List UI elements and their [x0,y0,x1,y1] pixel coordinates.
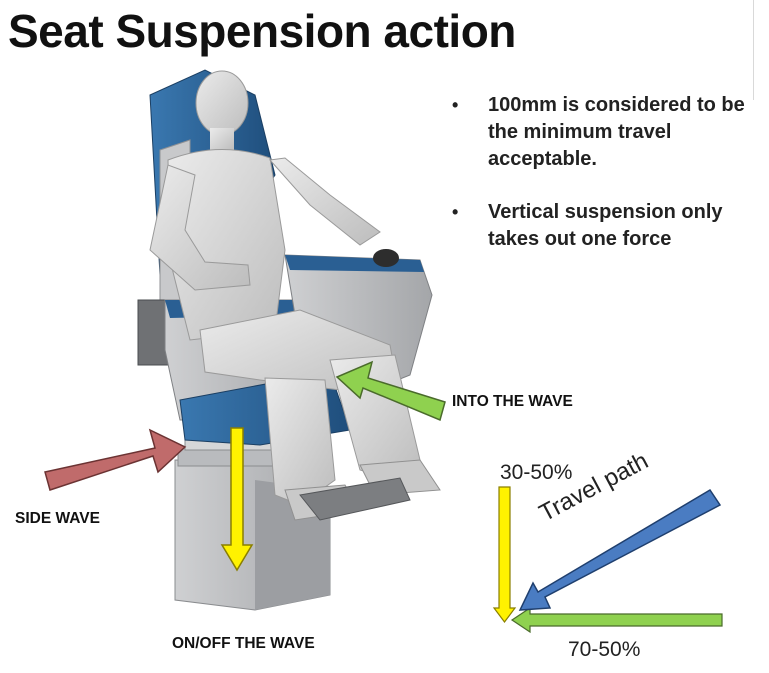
bullet-item: 100mm is considered to be the minimum tr… [446,92,764,173]
slide-title: Seat Suspension action [8,5,516,57]
onoff-wave-arrow [220,427,254,572]
horizontal-travel-arrow [510,606,723,634]
bullet-list: 100mm is considered to be the minimum tr… [446,92,764,279]
divider [753,0,754,100]
footrest [299,477,411,521]
side-wave-arrow [44,428,187,491]
side-wave-label: SIDE WAVE [15,510,100,527]
into-wave-label: INTO THE WAVE [452,393,573,410]
diagonal-travel-arrow [518,488,722,611]
bullet-item: Vertical suspension only takes out one f… [446,199,764,253]
into-wave-arrow [335,360,446,422]
vertical-percentage: 30-50% [500,461,573,484]
onoff-wave-label: ON/OFF THE WAVE [172,635,315,652]
vertical-travel-arrow [492,486,517,623]
mannequin-figure [149,70,441,521]
horizontal-percentage: 70-50% [568,638,641,661]
